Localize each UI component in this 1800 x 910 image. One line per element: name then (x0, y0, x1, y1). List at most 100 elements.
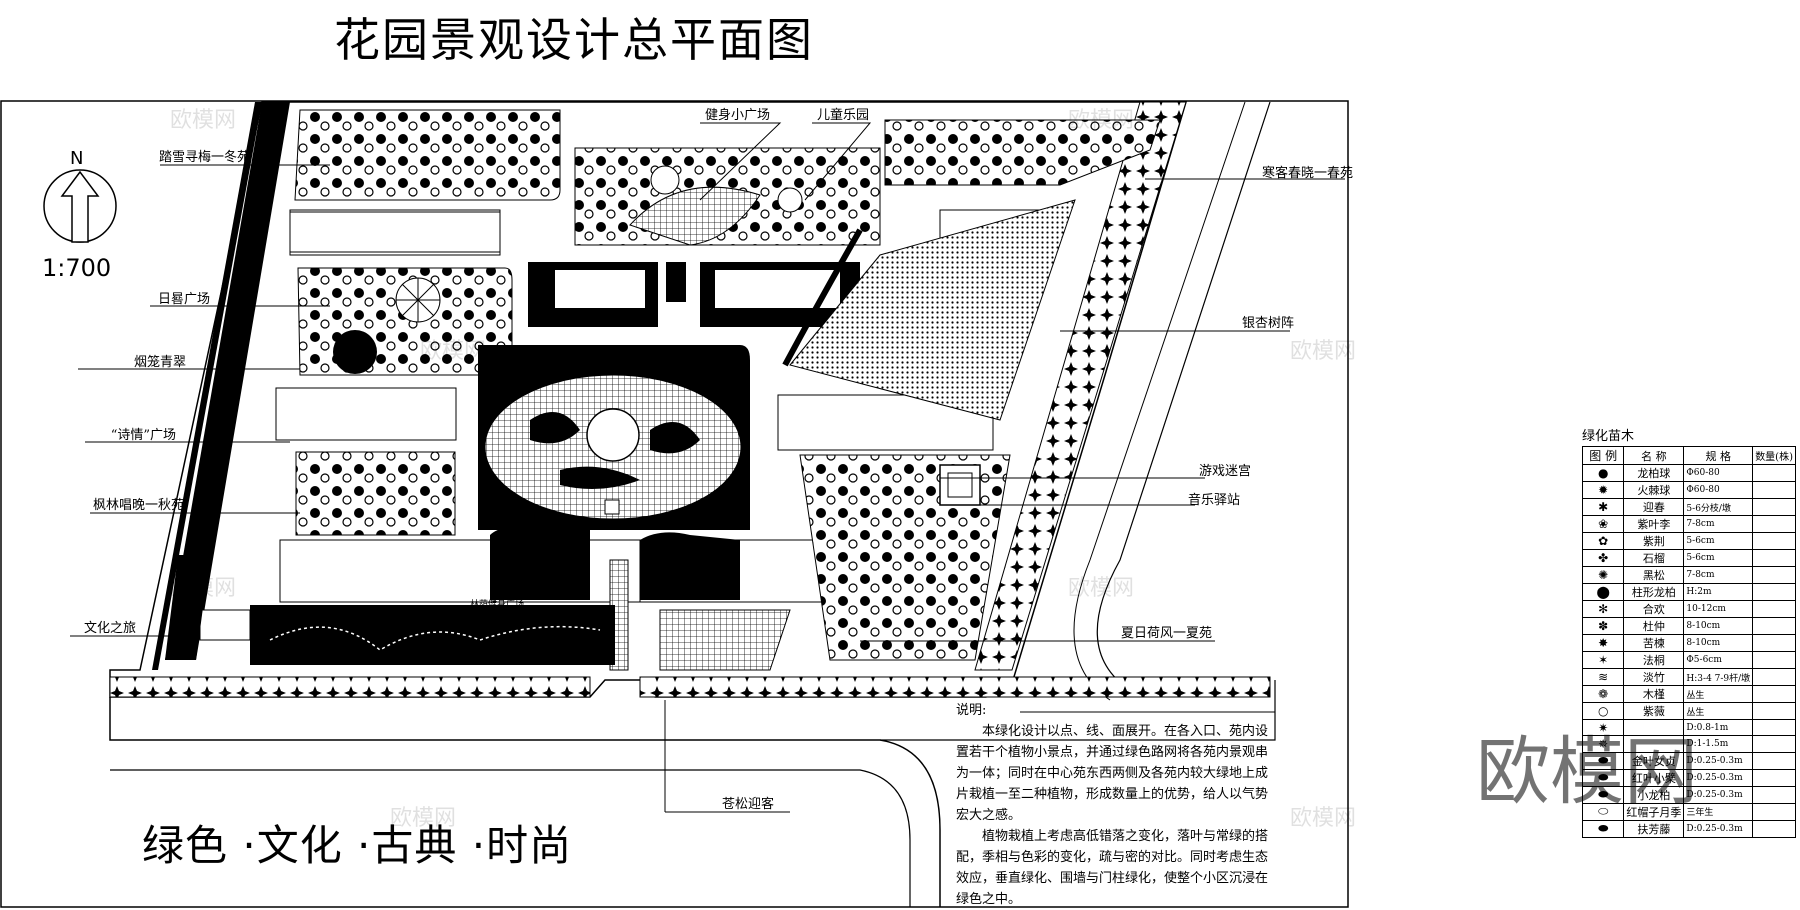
legend-plant-spec: D:0.25-0.3m (1683, 819, 1754, 838)
label-winter-garden: 踏雪寻梅一冬苑 (158, 150, 250, 165)
label-ginkgo-grove: 银杏树阵 (1242, 316, 1295, 331)
flower-icon: ❁ (1581, 685, 1625, 703)
legend-plant-qty (1752, 668, 1796, 686)
label-mist: 烟笼青翠 (133, 355, 186, 370)
ginkgo-grove (789, 199, 1076, 421)
label-pines: 苍松迎客 (722, 797, 775, 812)
legend-plant-name: 紫叶李 (1623, 515, 1685, 533)
legend-plant-name: 杜仲 (1623, 617, 1685, 635)
legend-plant-qty (1752, 481, 1796, 499)
legend-plant-spec: 8-10cm (1683, 617, 1754, 635)
north-label: N (70, 148, 84, 169)
legend-plant-qty (1752, 819, 1796, 838)
leader-lines (70, 122, 1345, 813)
legend-plant-name: 小龙柏 (1623, 785, 1685, 804)
label-shade-plaza: 林荫健身广场 (470, 600, 525, 610)
burst-icon: ✹ (1581, 481, 1625, 499)
label-sundial-plaza: 日晷广场 (157, 292, 210, 307)
label-music-station: 音乐驿站 (1188, 493, 1241, 508)
legend-plant-spec: Φ60-80 (1683, 464, 1754, 482)
legend-header: 图 例 (1581, 446, 1625, 465)
west-tree-belt (165, 102, 290, 660)
page-title: 花园景观设计总平面图 (334, 13, 814, 67)
label-culture-walk: 文化之旅 (84, 621, 137, 636)
swirl-icon: ✽ (1581, 617, 1625, 635)
slogan: 绿色 ·文化 ·古典 ·时尚 (142, 821, 573, 870)
legend-header: 名 称 (1623, 446, 1685, 465)
watermark: 欧模网 (1068, 108, 1135, 133)
label-poetry-plaza: “诗情”广场 (110, 428, 176, 443)
legend-plant-name: 柱形龙柏 (1623, 583, 1685, 601)
cross-icon: ✻ (1581, 600, 1625, 618)
legend-header: 规 格 (1683, 446, 1754, 465)
watermark: 欧模网 (390, 806, 457, 831)
legend-plant-spec: 7-8cm (1683, 515, 1754, 533)
dot-icon: ● (1581, 464, 1625, 482)
legend-row: ✷D:0.8-1m (1581, 718, 1796, 737)
label-summer-garden: 夏日荷风一夏苑 (1121, 626, 1213, 641)
design-notes: 说明: 本绿化设计以点、线、面展开。在各入口、苑内设置若干个植物小景点，并通过绿… (956, 700, 1276, 910)
legend-header-row: 图 例 名 称 规 格 数量(株) (1581, 446, 1796, 465)
legend-plant-spec: 5-6cm (1683, 532, 1754, 550)
legend-plant-spec: D:0.25-0.3m (1683, 751, 1754, 770)
bamboo-icon: ≋ (1581, 668, 1625, 686)
autumn-garden (295, 451, 456, 536)
legend-plant-spec: 丛生 (1683, 685, 1754, 703)
legend-plant-spec: 5-6cm (1683, 549, 1754, 567)
legend-plant-qty (1752, 617, 1796, 635)
label-maze: 游戏迷宫 (1199, 464, 1252, 479)
legend-caption: 绿化苗木 (1582, 429, 1635, 444)
legend-plant-name: 石榴 (1623, 549, 1685, 567)
legend-plant-name: 合欢 (1623, 600, 1685, 618)
legend-row: ❁木槿丛生 (1581, 685, 1796, 703)
legend-plant-spec: H:3-4 7-9杆/墩 (1683, 668, 1754, 686)
legend-plant-qty (1752, 583, 1796, 601)
legend-plant-spec: 8-10cm (1683, 634, 1754, 652)
legend-plant-qty (1752, 802, 1796, 821)
legend-plant-name: 紫薇 (1623, 702, 1685, 720)
legend-plant-name: 火棘球 (1623, 481, 1685, 499)
spike-icon: ✸ (1581, 634, 1625, 652)
label-fitness-plaza: 健身小广场 (705, 108, 771, 123)
legend-plant-spec: 5-6分枝/墩 (1683, 498, 1754, 516)
scale-label: 1:700 (42, 254, 112, 282)
legend-plant-spec: 10-12cm (1683, 600, 1754, 618)
legend-plant-name: 法桐 (1623, 651, 1685, 669)
burst-icon: ✵ (1581, 735, 1625, 753)
legend-plant-name: 金叶女贞 (1623, 751, 1685, 770)
legend-plant-name: 龙柏球 (1623, 464, 1685, 482)
watermark: 欧模网 (1068, 576, 1135, 601)
clover-icon: ✤ (1581, 549, 1625, 567)
legend-plant-qty (1752, 785, 1796, 804)
legend-plant-name: 迎春 (1623, 498, 1685, 516)
legend-plant-name: 淡竹 (1623, 668, 1685, 686)
legend-plant-qty (1752, 685, 1796, 703)
legend-plant-qty (1752, 498, 1796, 516)
flower-icon: ✿ (1581, 532, 1625, 550)
star-icon: ✱ (1581, 498, 1625, 516)
drawing-frame (0, 100, 1349, 908)
pine-icon: ✺ (1581, 566, 1625, 584)
legend-plant-qty (1752, 549, 1796, 567)
notes-heading: 说明: (956, 703, 987, 718)
north-arrow-icon (60, 170, 100, 243)
legend-plant-qty (1752, 600, 1796, 618)
legend-plant-name: 扶芳藤 (1623, 819, 1685, 838)
legend-plant-spec: Φ60-80 (1683, 481, 1754, 499)
east-tree-belt (974, 101, 1187, 671)
legend-plant-qty (1752, 651, 1796, 669)
legend-plant-spec: D:1-1.5m (1683, 735, 1754, 753)
